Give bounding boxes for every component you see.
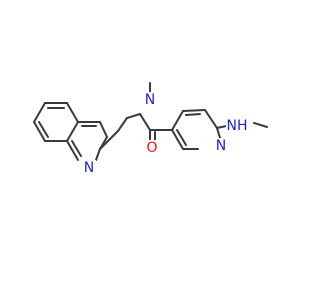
bond	[253, 122, 268, 128]
bond	[66, 140, 79, 161]
bond	[126, 113, 141, 119]
pyridine-nitrogen-label: N	[216, 138, 226, 154]
bond	[117, 117, 128, 132]
bond	[66, 102, 79, 123]
bond	[33, 121, 46, 142]
bond	[171, 110, 184, 131]
bond-lines	[33, 82, 268, 161]
bond	[66, 121, 79, 142]
bond	[95, 148, 101, 161]
bond	[139, 113, 151, 131]
bond	[99, 136, 108, 150]
molecule-structure: NH N N O N	[33, 82, 268, 176]
bond	[176, 129, 187, 146]
bond	[99, 121, 108, 138]
amine-nitrogen-label: NH	[227, 118, 248, 134]
carbonyl-oxygen-label: O	[146, 140, 157, 156]
quinoline-nitrogen-label: N	[84, 160, 94, 176]
bond	[38, 121, 49, 138]
bond	[99, 130, 119, 150]
bond	[182, 109, 206, 112]
bond	[33, 102, 46, 123]
bond	[204, 109, 218, 129]
bond	[185, 113, 201, 116]
amide-nitrogen-label: N	[145, 92, 155, 108]
atom-labels: NH N N O N	[82, 92, 248, 176]
structure-canvas: NH N N O N	[33, 82, 268, 176]
bond	[171, 129, 184, 150]
bond	[71, 140, 82, 157]
